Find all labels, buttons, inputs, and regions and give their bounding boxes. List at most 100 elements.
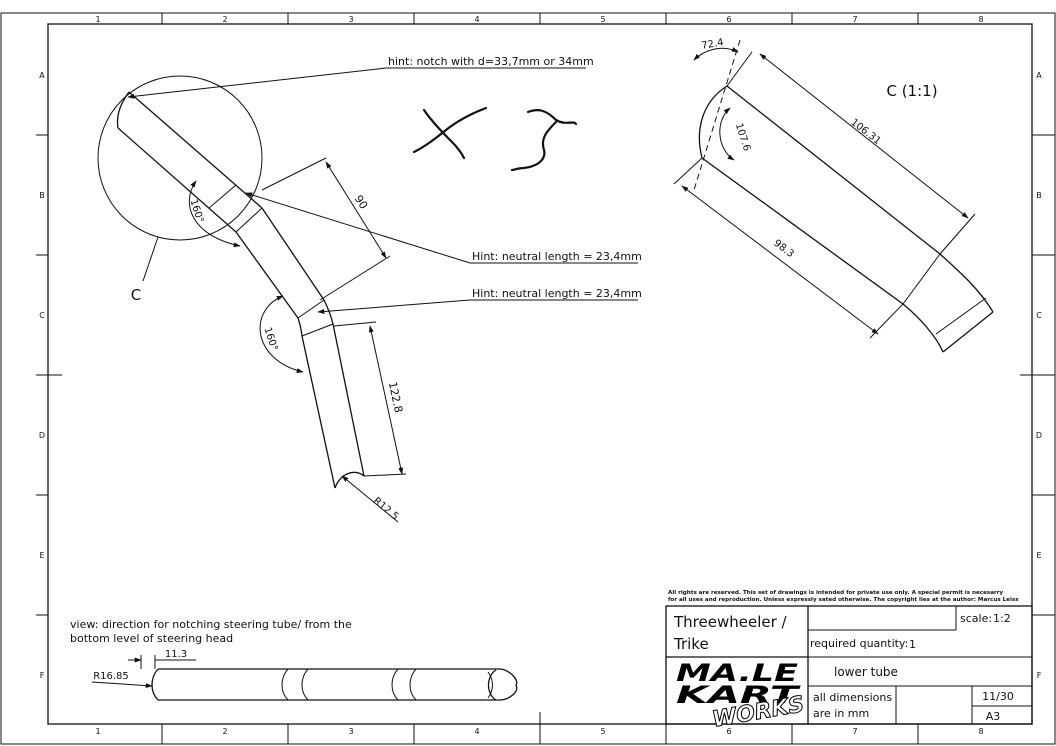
row-label: E <box>1036 551 1041 560</box>
zone-columns-top: 1 2 3 4 5 6 7 8 <box>95 15 983 24</box>
detail-label: C <box>131 286 141 304</box>
angle-arc <box>719 107 735 161</box>
tube-edge <box>301 335 336 489</box>
dim-line <box>368 325 404 475</box>
tube-edge <box>261 207 325 301</box>
row-label: F <box>1037 671 1042 680</box>
hint-notch: hint: notch with d=33,7mm or 34mm <box>388 55 594 68</box>
row-label: E <box>39 551 44 560</box>
angle-arc <box>188 180 241 248</box>
logo-line1: MA.LE <box>676 659 799 687</box>
bend-line <box>297 299 325 319</box>
paper-format: A3 <box>986 710 1001 723</box>
row-label: C <box>39 311 45 320</box>
dims-note-line2: are in mm <box>813 707 869 720</box>
radius-leader <box>341 475 399 523</box>
notch-caption-line2: bottom level of steering head <box>70 632 233 645</box>
row-label: F <box>40 671 45 680</box>
dim-line <box>759 53 969 219</box>
angle-107-6: 107.6 <box>733 122 752 153</box>
dim-106-31: 106.31 <box>848 117 882 147</box>
column-label: 7 <box>852 727 857 736</box>
column-label: 3 <box>348 15 353 24</box>
quantity-value: 1 <box>909 638 916 651</box>
column-label: 4 <box>474 15 479 24</box>
dim-11-3: 11.3 <box>165 649 187 660</box>
row-label: C <box>1036 311 1042 320</box>
column-label: 8 <box>978 727 983 736</box>
column-label: 5 <box>600 15 605 24</box>
row-label: B <box>39 191 45 200</box>
column-label: 5 <box>600 727 605 736</box>
column-label: 4 <box>474 727 479 736</box>
detail-view-c: C (1:1) 72.4 107.6 106.31 98.3 <box>673 37 994 353</box>
hint-neutral-1: Hint: neutral length = 23,4mm <box>472 250 642 263</box>
notch-curve <box>151 668 159 701</box>
zone-rows-right: A B C D E F <box>1036 71 1042 680</box>
tube-notch-end <box>116 91 130 129</box>
column-label: 6 <box>726 727 731 736</box>
title-block: All rights are reserved. This set of dra… <box>665 590 1033 733</box>
logo-line2: KART <box>676 681 801 709</box>
dim-r12-5: R12.5 <box>371 495 400 522</box>
scale-value: 1:2 <box>993 612 1011 625</box>
column-label: 3 <box>348 727 353 736</box>
bend-line <box>301 323 334 337</box>
tube-end <box>942 311 994 353</box>
detail-title: C (1:1) <box>886 82 937 100</box>
column-label: 6 <box>726 15 731 24</box>
dim-line <box>681 185 879 335</box>
company-logo: MA.LE KART WORKS <box>676 659 807 733</box>
scale-label: scale: <box>960 612 992 625</box>
bend-line <box>902 253 941 305</box>
project-title-line1: Threewheeler / <box>673 613 788 631</box>
tube-edge <box>332 323 365 477</box>
dim-r16-85: R16.85 <box>93 671 129 682</box>
column-label: 2 <box>222 15 227 24</box>
project-title-line2: Trike <box>673 635 709 653</box>
angle-arc <box>693 46 739 61</box>
dims-note-line1: all dimensions <box>813 691 892 704</box>
dim-122-8: 122.8 <box>386 381 405 415</box>
column-label: 7 <box>852 15 857 24</box>
row-label: B <box>1036 191 1042 200</box>
column-label: 8 <box>978 15 983 24</box>
column-label: 1 <box>95 727 100 736</box>
row-label: A <box>1036 71 1042 80</box>
rights-line1: All rights are reserved. This set of dra… <box>668 590 1003 596</box>
column-label: 2 <box>222 727 227 736</box>
tube-edge <box>128 91 263 209</box>
row-label: D <box>39 431 45 440</box>
part-name: lower tube <box>834 665 898 679</box>
bend-line <box>208 184 237 209</box>
tube-edge <box>117 127 237 233</box>
notch-arc <box>698 85 728 159</box>
row-label: D <box>1036 431 1042 440</box>
zone-rows-left: A B C D E F <box>39 71 45 680</box>
tube-edge <box>726 85 941 255</box>
notch-caption-line1: view: direction for notching steering tu… <box>70 618 352 631</box>
dim-90: 90 <box>352 193 370 212</box>
sheet-number: 11/30 <box>982 690 1014 703</box>
angle-arc <box>259 295 304 373</box>
angle-72-4: 72.4 <box>701 37 725 52</box>
dim-line <box>325 161 387 259</box>
tube-edge <box>235 231 299 319</box>
row-label: A <box>39 71 45 80</box>
column-label: 1 <box>95 15 100 24</box>
bend-line <box>235 207 263 233</box>
detail-leader <box>142 236 159 282</box>
quantity-label: required quantity: <box>810 637 908 650</box>
handwritten-quantity-mark <box>412 106 578 172</box>
tube-edge <box>701 157 904 305</box>
notch-direction-view: view: direction for notching steering tu… <box>70 618 518 701</box>
cut-axis <box>693 39 741 191</box>
main-tube-view: C 90 122.8 R12.5 160° <box>97 55 642 523</box>
detail-circle <box>97 75 263 241</box>
angle-160-lower: 160° <box>261 326 279 352</box>
rights-line2: for all uses and reproduction. Unless ex… <box>668 597 1019 603</box>
tube-notch-end <box>334 471 365 489</box>
zone-ticks <box>36 13 1055 744</box>
zone-columns-bottom: 1 2 3 4 5 6 7 8 <box>95 727 983 736</box>
